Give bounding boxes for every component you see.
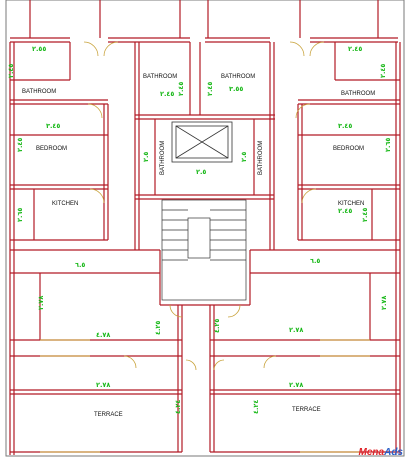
windows bbox=[40, 339, 370, 453]
room-label-bathroom-center-left: BATHROOM bbox=[143, 74, 177, 80]
dimension-label: ٣.٤٥ bbox=[338, 122, 352, 130]
dimension-label: ٢.٧٨ bbox=[289, 381, 303, 389]
dimension-label: ٢.٦٥ bbox=[384, 138, 392, 152]
dimension-label: ٢.٤٥ bbox=[160, 90, 174, 98]
room-label-terrace-right: TERRACE bbox=[292, 407, 321, 413]
outer-frame bbox=[5, 0, 405, 457]
dimension-label: ٤.٢٥ bbox=[154, 321, 162, 335]
room-label-bathroom-shaft-right: BATHROOM bbox=[258, 141, 264, 175]
dimension-label: ٢.٥ bbox=[196, 168, 206, 176]
watermark-suffix: Ads bbox=[384, 447, 403, 458]
watermark-brand: Mena bbox=[358, 447, 385, 458]
dimension-label: ٢.٤٥ bbox=[379, 64, 387, 78]
room-label-bathroom-left: BATHROOM bbox=[22, 89, 56, 95]
dimension-label: ٢.٤٥ bbox=[206, 82, 214, 96]
doors bbox=[83, 41, 325, 371]
room-label-kitchen-right: KITCHEN bbox=[338, 201, 364, 207]
room-label-terrace-left: TERRACE bbox=[94, 412, 123, 418]
room-label-bathroom-center-right: BATHROOM bbox=[221, 74, 255, 80]
dimension-label: ٤.٢٥ bbox=[213, 319, 221, 333]
dimension-label: ٦.٥ bbox=[310, 257, 320, 265]
dimension-label: ٦.٥ bbox=[75, 261, 85, 269]
dimension-label: ٢.٥ bbox=[240, 152, 248, 162]
room-label-bathroom-right: BATHROOM bbox=[341, 91, 375, 97]
room-labels: BATHROOM BEDROOM KITCHEN BATHROOM BATHRO… bbox=[22, 74, 375, 418]
dimension-label: ٢.٧٨ bbox=[289, 326, 303, 334]
room-label-kitchen-left: KITCHEN bbox=[52, 201, 78, 207]
dimension-label: ٤.٢٤ bbox=[252, 400, 260, 414]
dimension-label: ٢.٧٨ bbox=[96, 381, 110, 389]
dimension-label: ٢.٥ bbox=[142, 152, 150, 162]
dimension-label: ٢.٤٥ bbox=[348, 45, 362, 53]
dimension-label: ٢.٦٥ bbox=[16, 208, 24, 222]
elevator-shaft bbox=[171, 121, 233, 163]
dimension-label: ٢.٤٥ bbox=[7, 64, 15, 78]
watermark-logo: MenaAds bbox=[359, 447, 403, 458]
dimension-label: ٢.٤٥ bbox=[177, 82, 185, 96]
staircase bbox=[161, 199, 247, 301]
dimension-label: ٢.٤٥ bbox=[361, 208, 369, 222]
dimension-label: ٣.٥٥ bbox=[229, 85, 243, 93]
dimension-label: ٢.٥٥ bbox=[32, 45, 46, 53]
dimension-label: ٢.٧٨ bbox=[37, 296, 45, 310]
room-label-bedroom-right: BEDROOM bbox=[333, 146, 364, 152]
dimension-label: ٢.٤٥ bbox=[338, 207, 352, 215]
room-label-bathroom-shaft-left: BATHROOM bbox=[160, 141, 166, 175]
dimension-label: ٤.٧٨ bbox=[96, 331, 110, 339]
dimension-label: ٢.٤٥ bbox=[16, 138, 24, 152]
dimension-label: ٢.٧٨ bbox=[380, 296, 388, 310]
room-label-bedroom-left: BEDROOM bbox=[36, 146, 67, 152]
dimension-label: ٤.٢٤ bbox=[174, 400, 182, 414]
dimension-labels: ٢.٥٥ ٢.٤٥ ٣.٤٥ ٢.٤٥ ٢.٦٥ ٢.٤٥ ٢.٤٥ ٣.٥٥ … bbox=[7, 45, 392, 414]
dimension-label: ٣.٤٥ bbox=[46, 122, 60, 130]
